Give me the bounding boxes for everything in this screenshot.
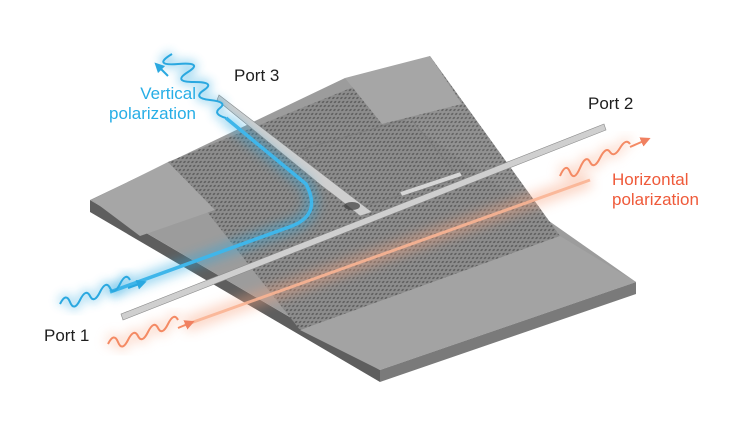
horizontal-polarization-line2: polarization <box>612 190 742 210</box>
vertical-polarization-label: Vertical polarization <box>68 84 196 124</box>
port-1-label: Port 1 <box>44 326 89 346</box>
vertical-output-arrow <box>158 66 168 76</box>
port-2-label: Port 2 <box>588 94 633 114</box>
vertical-polarization-line1: Vertical <box>68 84 196 104</box>
vertical-polarization-line2: polarization <box>68 104 196 124</box>
port-3-label: Port 3 <box>234 66 279 86</box>
horizontal-polarization-line1: Horizontal <box>612 170 742 190</box>
horizontal-polarization-label: Horizontal polarization <box>612 170 742 210</box>
horizontal-output-arrow <box>630 140 646 147</box>
junction-cavity <box>344 202 360 210</box>
